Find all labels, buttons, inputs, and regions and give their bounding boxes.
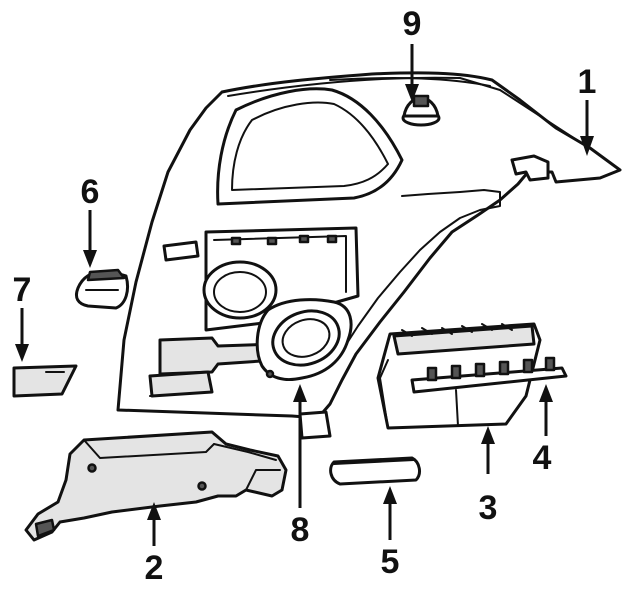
callout-number-4: 4	[533, 439, 552, 477]
callout-number-7: 7	[13, 271, 32, 309]
callout-number-8: 8	[291, 511, 310, 549]
callout-arrowhead-4	[539, 384, 553, 402]
callout-number-3: 3	[479, 489, 498, 527]
callout-number-5: 5	[381, 543, 400, 581]
callout-arrowhead-8	[293, 384, 307, 402]
callout-arrowhead-1	[580, 136, 594, 156]
callout-number-2: 2	[145, 549, 164, 587]
callout-arrowhead-2	[147, 502, 161, 520]
callout-numbers: 1 2 3 4 5 6 7 8 9	[13, 5, 597, 587]
callout-arrowhead-9	[405, 84, 419, 102]
lower-side-panel	[24, 430, 288, 542]
trim-bezel	[12, 364, 78, 398]
callout-arrowhead-3	[481, 426, 495, 444]
trim-pad	[329, 456, 421, 486]
push-clip	[401, 94, 441, 127]
callout-number-9: 9	[403, 5, 422, 43]
pocket-trim-strip	[410, 356, 568, 394]
speaker-ring	[255, 298, 353, 381]
callout-arrowhead-5	[383, 486, 397, 504]
callout-number-1: 1	[578, 63, 597, 101]
callout-number-6: 6	[81, 173, 100, 211]
callout-arrows	[15, 44, 594, 546]
courtesy-lamp	[74, 268, 130, 310]
callout-arrowhead-7	[15, 344, 29, 362]
quarter-trim-panel	[116, 71, 622, 440]
callout-arrowhead-6	[83, 250, 97, 268]
